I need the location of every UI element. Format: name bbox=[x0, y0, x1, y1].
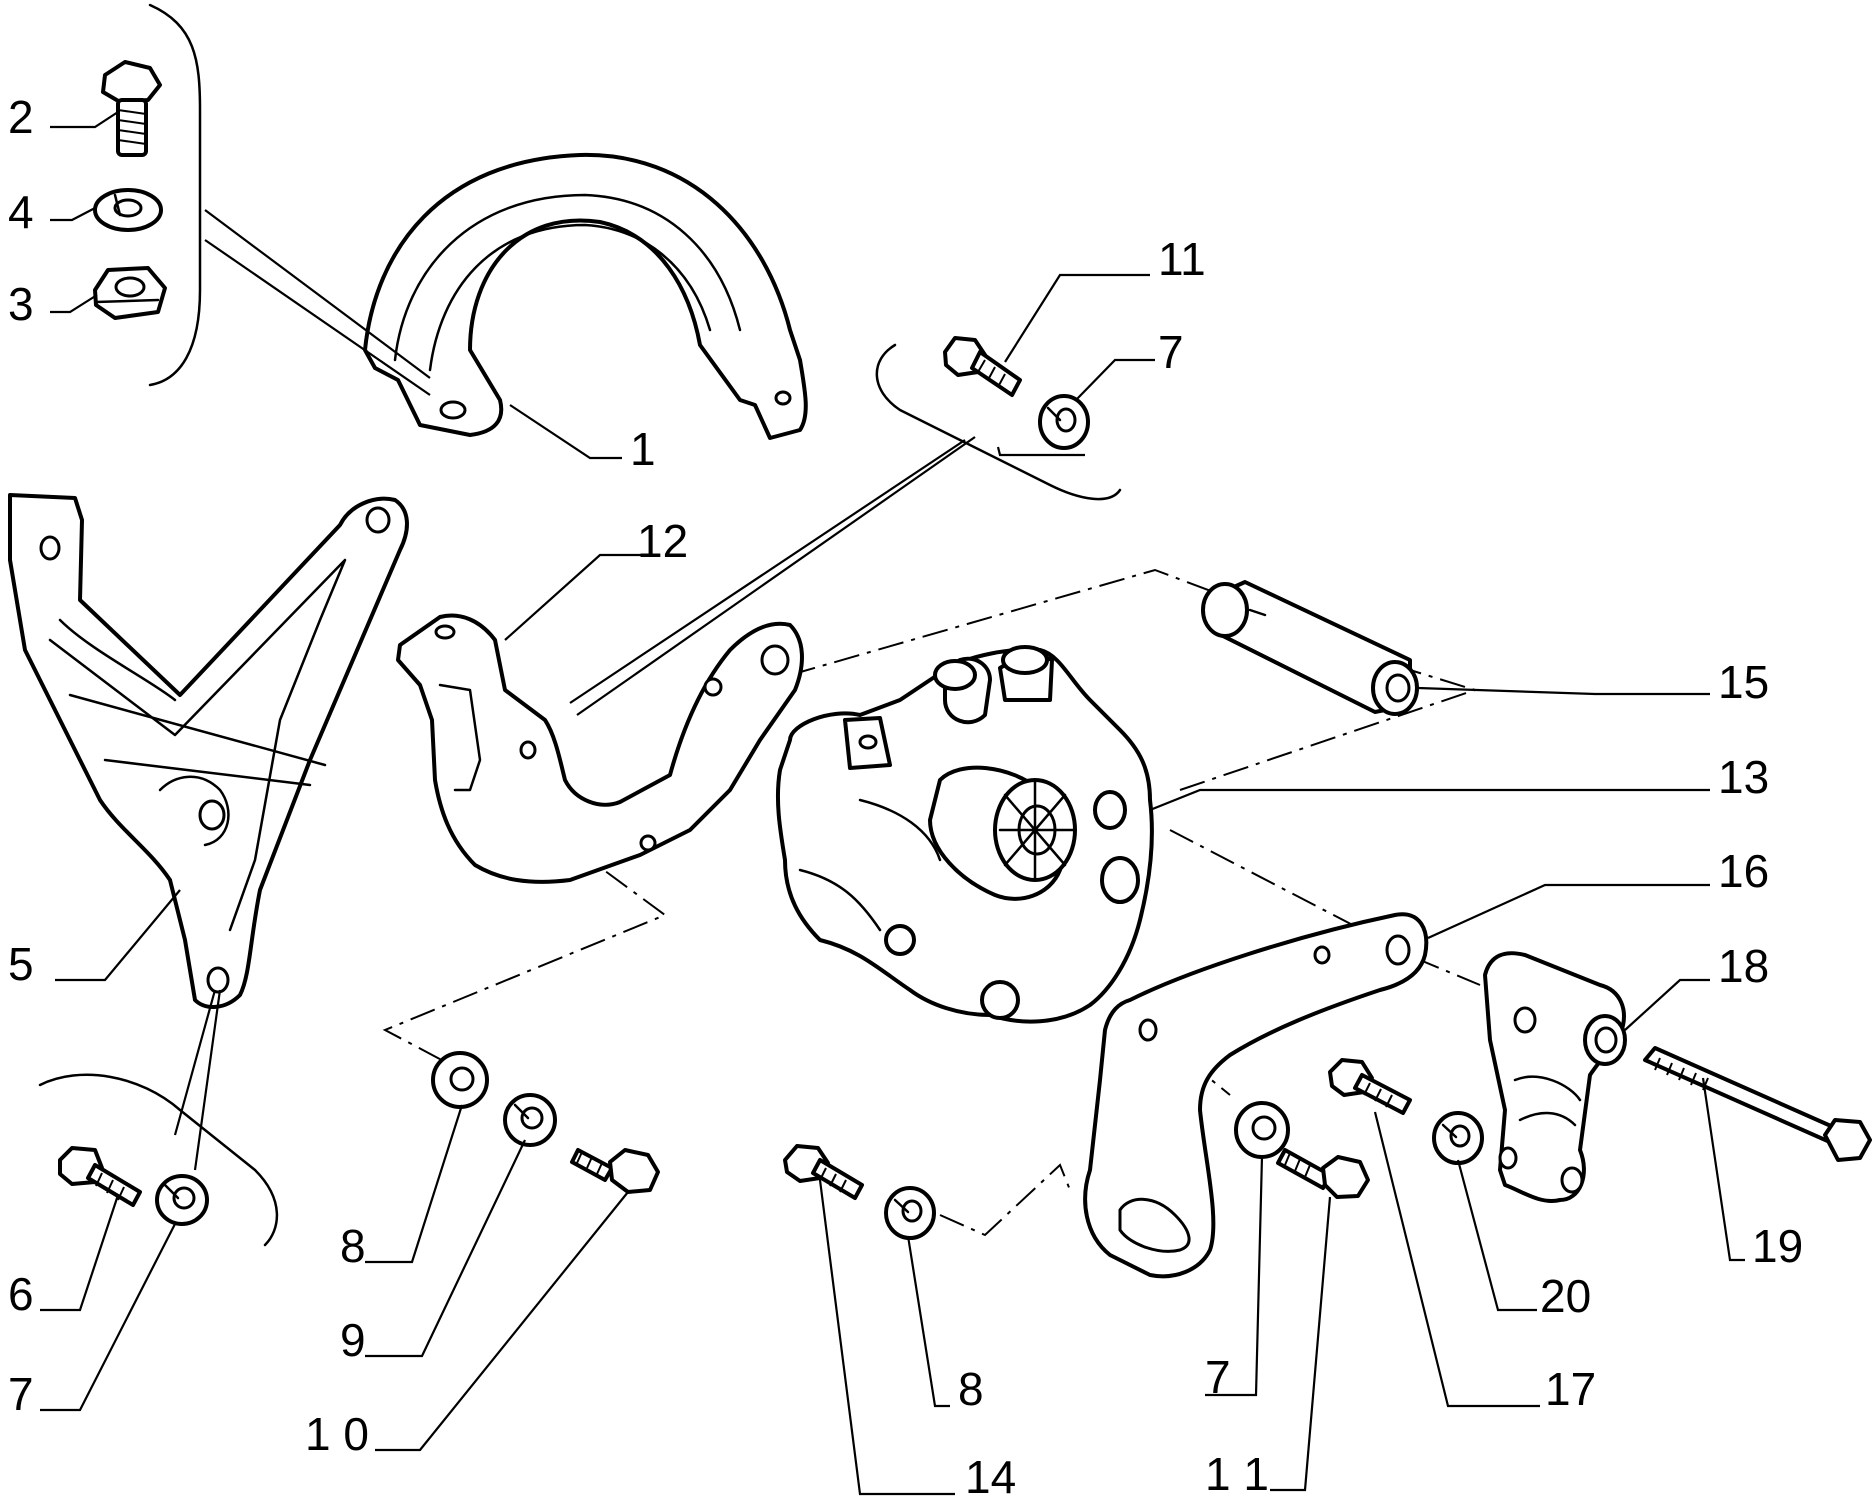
callout-4: 4 bbox=[8, 186, 34, 238]
group-bracket-bottom-left bbox=[38, 1073, 279, 1247]
callout-12: 12 bbox=[637, 515, 688, 567]
part-18-cast-bracket bbox=[1483, 951, 1627, 1203]
callout-20: 20 bbox=[1540, 1270, 1591, 1322]
callout-18: 18 bbox=[1718, 940, 1769, 992]
callout-19: 19 bbox=[1752, 1220, 1803, 1272]
callout-labels: 2 4 3 1 11 7 12 15 13 16 18 5 19 6 7 8 9… bbox=[8, 91, 1803, 1499]
part-8-washer-left bbox=[431, 1051, 489, 1109]
leader-lines bbox=[40, 111, 1745, 1496]
part-17-bolt bbox=[1328, 1058, 1412, 1115]
part-6-bolt bbox=[58, 1146, 142, 1207]
callout-16: 16 bbox=[1718, 845, 1769, 897]
group-bracket-top-right bbox=[875, 343, 1122, 501]
callout-15: 15 bbox=[1718, 656, 1769, 708]
callout-3: 3 bbox=[8, 278, 34, 330]
part-4-lock-washer bbox=[93, 188, 163, 232]
part-7-washer-right bbox=[1234, 1101, 1290, 1159]
callout-8-left: 8 bbox=[340, 1220, 366, 1272]
callout-1: 1 bbox=[630, 423, 656, 475]
part-3-nut bbox=[93, 266, 167, 320]
part-11-bolt-upper bbox=[943, 336, 1022, 397]
part-5-bracket bbox=[8, 493, 409, 1009]
part-12-bracket bbox=[396, 613, 804, 884]
part-7-washer-upper bbox=[1038, 394, 1090, 450]
group-bracket-top-left bbox=[148, 3, 202, 387]
part-2-bolt bbox=[101, 60, 162, 157]
assembly-line-bracket16 bbox=[939, 1163, 1071, 1237]
callout-10: 1 0 bbox=[305, 1408, 369, 1460]
part-10-bolt bbox=[570, 1148, 660, 1194]
part-19-long-bolt bbox=[1643, 1046, 1872, 1162]
part-15-spacer-sleeve bbox=[1201, 580, 1419, 716]
part-13-pump bbox=[775, 645, 1154, 1024]
callout-17: 17 bbox=[1545, 1363, 1596, 1415]
callout-2: 2 bbox=[8, 91, 34, 143]
part-9-lock-washer bbox=[503, 1093, 557, 1147]
callout-14: 14 bbox=[965, 1451, 1016, 1499]
callout-13: 13 bbox=[1718, 751, 1769, 803]
part-11-bolt-lower bbox=[1276, 1148, 1370, 1199]
callout-8-right: 8 bbox=[958, 1363, 984, 1415]
callout-11-upper: 11 bbox=[1158, 233, 1206, 285]
part-7-washer-left bbox=[155, 1174, 209, 1226]
part-8-washer-right bbox=[884, 1186, 936, 1240]
callout-9: 9 bbox=[340, 1314, 366, 1366]
part-1-belt-guard bbox=[363, 152, 808, 440]
part-20-lock-washer bbox=[1432, 1111, 1484, 1165]
callout-7-left: 7 bbox=[8, 1368, 34, 1420]
callout-7-right: 7 bbox=[1205, 1351, 1231, 1403]
callout-6: 6 bbox=[8, 1268, 34, 1320]
part-14-bolt bbox=[783, 1144, 864, 1200]
callout-5: 5 bbox=[8, 938, 34, 990]
callout-11-lower: 1 1 bbox=[1205, 1448, 1269, 1499]
callout-7-upper: 7 bbox=[1158, 326, 1184, 378]
part-16-bracket-plate bbox=[1083, 912, 1429, 1279]
